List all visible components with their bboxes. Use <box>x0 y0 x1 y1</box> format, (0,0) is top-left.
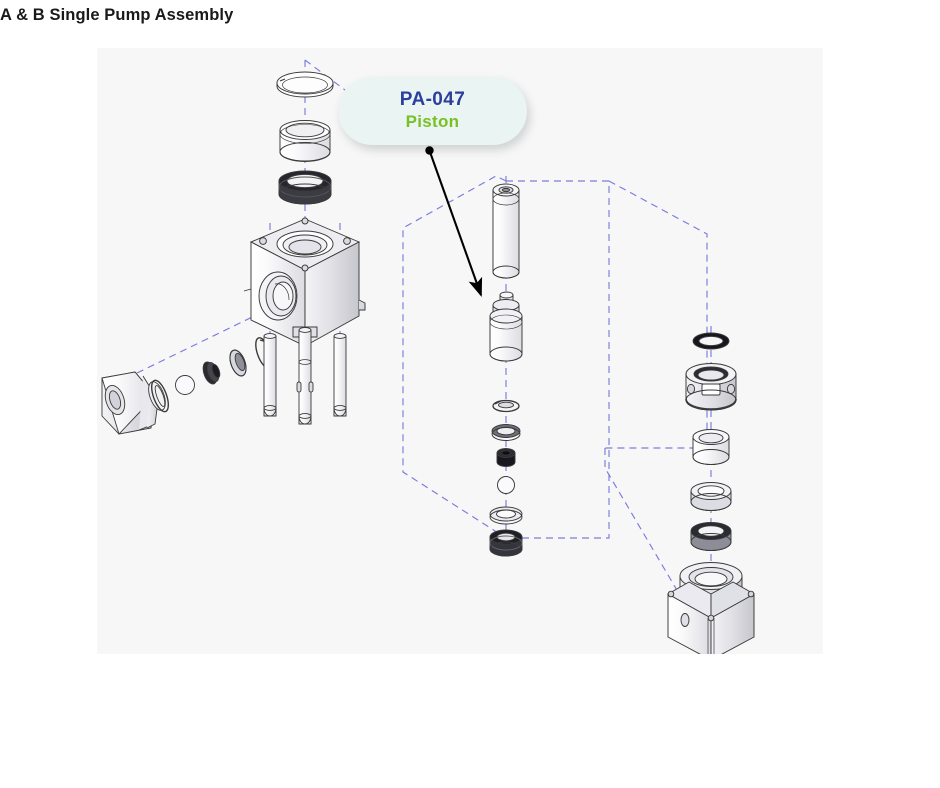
part-textured-washer <box>491 424 521 441</box>
bolt-group[interactable] <box>263 327 347 425</box>
part-piston-snap-ring <box>492 399 520 413</box>
part-seal-cup <box>202 361 221 385</box>
part-head-o-ring <box>692 332 730 350</box>
explosion-guidelines <box>136 59 712 649</box>
part-valve-cage <box>685 363 737 411</box>
callout-part-code: PA-047 <box>399 89 466 111</box>
guideline-valve-bracket-lower <box>604 448 712 649</box>
part-valve-seat <box>489 529 523 557</box>
part-cylinder-sleeve <box>279 120 331 162</box>
part-end-fitting <box>101 371 160 435</box>
part-bolt-centre <box>296 327 314 425</box>
part-flat-washer <box>489 506 523 525</box>
part-seal-ring-upper <box>690 482 732 511</box>
page-title: A & B Single Pump Assembly <box>0 6 234 24</box>
part-bolt-left <box>263 333 277 417</box>
part-valve-seal-cup <box>496 448 516 467</box>
part-o-ring-a <box>175 375 195 395</box>
exploded-assembly-drawing <box>101 59 755 654</box>
part-piston-rod <box>492 183 520 279</box>
top-seal-stack[interactable] <box>276 71 334 205</box>
left-seal-fitting-cluster[interactable] <box>101 336 276 435</box>
part-piston-head <box>489 291 523 362</box>
guideline-valve-bracket-upper <box>605 180 708 449</box>
callout-part-name: Piston <box>405 112 460 132</box>
part-seal-ring-lower <box>690 522 732 551</box>
part-valve-head-block <box>667 562 755 654</box>
part-threaded-ring <box>229 349 247 377</box>
valve-head-column[interactable] <box>667 332 755 654</box>
part-packing-ring <box>278 170 332 205</box>
part-spacer-sleeve <box>692 429 730 465</box>
piston-column[interactable] <box>489 183 523 557</box>
part-pump-body-block[interactable] <box>243 217 366 347</box>
part-c-ring-a <box>150 379 170 413</box>
part-callout-tooltip[interactable]: PA-047 Piston <box>338 77 527 145</box>
assembly-diagram-panel[interactable] <box>97 48 823 654</box>
part-ball <box>497 476 515 494</box>
guideline-piston-bracket-left <box>402 175 507 539</box>
part-split-retaining-ring <box>276 71 334 98</box>
guideline-piston-bracket-right <box>506 180 610 539</box>
part-bolt-right <box>333 333 347 417</box>
